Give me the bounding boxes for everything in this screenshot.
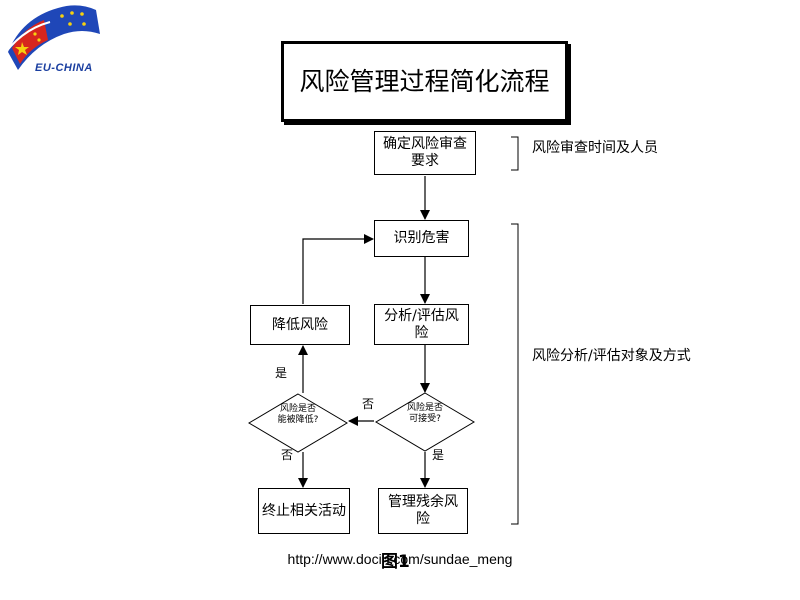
edge-label-yes-reduce: 是	[275, 366, 288, 380]
annotation-review-time: 风险审查时间及人员	[532, 140, 658, 156]
decision-acceptable-diamond	[375, 392, 475, 452]
node-analyze-risk: 分析/评估风险	[374, 304, 469, 345]
edge-label-no-can-reduce: 否	[281, 448, 294, 462]
node-manage-residual-risk: 管理残余风险	[378, 488, 468, 534]
node-requirements: 确定风险审查要求	[374, 131, 476, 175]
diagram-title: 风险管理过程简化流程	[281, 41, 568, 122]
decision-can-reduce-label: 风险是否能被降低?	[277, 404, 319, 425]
edge-label-yes-acceptable: 是	[432, 448, 445, 462]
logo-label: EU-CHINA	[35, 62, 93, 74]
footer-url: http://www.docin.com/sundae_meng	[287, 551, 513, 567]
figure-label: 图1	[381, 552, 410, 572]
eu-china-flag-logo	[0, 5, 100, 70]
decision-acceptable-label: 风险是否可接受?	[406, 403, 443, 424]
decision-can-reduce-diamond	[248, 393, 348, 453]
node-terminate-activity: 终止相关活动	[258, 488, 350, 534]
node-reduce-risk: 降低风险	[250, 305, 350, 345]
node-identify-hazards: 识别危害	[374, 220, 469, 257]
annotation-analysis-scope: 风险分析/评估对象及方式	[532, 348, 691, 364]
edge-label-no-acceptable: 否	[362, 397, 375, 411]
